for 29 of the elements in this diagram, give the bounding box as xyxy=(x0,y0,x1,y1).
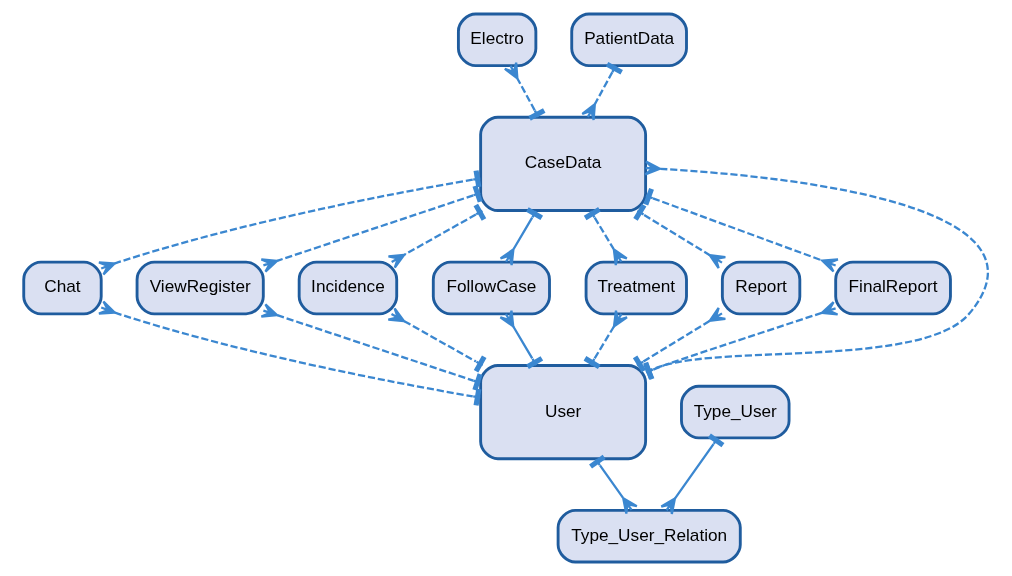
connector xyxy=(583,207,628,267)
node-box: Electro xyxy=(456,12,538,68)
node-box: PatientData xyxy=(570,12,688,68)
node-box: Report xyxy=(720,260,802,316)
connector xyxy=(583,309,629,370)
node-box: Treatment xyxy=(584,260,688,316)
connector xyxy=(260,303,483,391)
node-box: ViewRegister xyxy=(135,260,265,316)
connector xyxy=(97,170,482,276)
connector xyxy=(589,454,638,515)
node-box: FollowCase xyxy=(431,260,551,316)
node-box: Chat xyxy=(22,260,103,316)
connector xyxy=(581,62,623,122)
connector xyxy=(643,188,840,273)
connector xyxy=(260,185,483,273)
connector xyxy=(660,433,725,516)
node-box: Incidence xyxy=(297,260,399,316)
node-box: User xyxy=(479,364,648,461)
node-box: Type_User_Relation xyxy=(556,508,742,564)
node-box: Type_User xyxy=(680,384,791,440)
connector xyxy=(499,309,544,370)
connector xyxy=(633,203,727,270)
connector xyxy=(97,300,482,406)
node-box: FinalReport xyxy=(834,260,952,316)
connector xyxy=(499,207,544,267)
connector xyxy=(387,203,487,269)
node-box: CaseData xyxy=(479,115,648,212)
connector xyxy=(387,307,487,373)
connector xyxy=(503,61,546,121)
